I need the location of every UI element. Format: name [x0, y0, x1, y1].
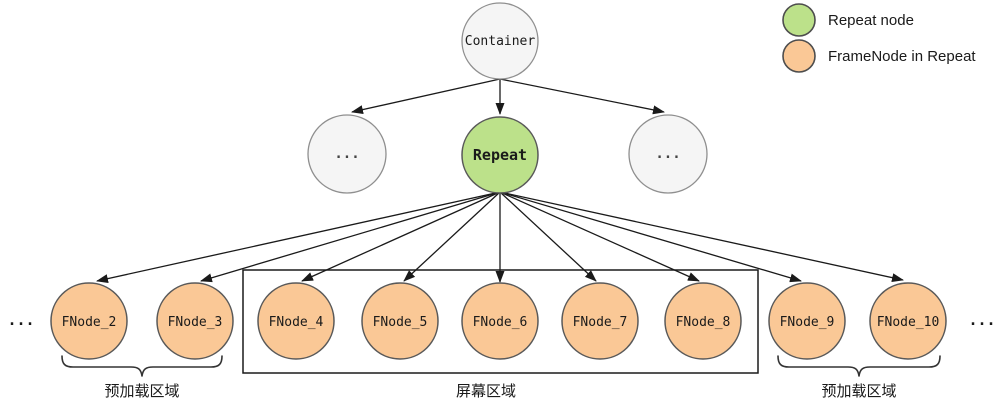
fnode-4-circle	[257, 282, 335, 360]
edge-container-left-ellipsis	[351, 78, 501, 114]
legend-fnode-label: FrameNode in Repeat	[828, 48, 976, 65]
fnode-3-circle	[156, 282, 234, 360]
fnode-4-label: FNode_4	[269, 315, 324, 330]
fnode-9-label: FNode_9	[780, 315, 835, 330]
edge-repeat-fnode10	[499, 191, 904, 283]
preload-right-label: 预加载区域	[821, 383, 896, 400]
node-fnode-6: FNode_6	[461, 282, 539, 360]
fnode-9-circle	[768, 282, 846, 360]
node-fnode-3: FNode_3	[156, 282, 234, 360]
legend: Repeat node FrameNode in Repeat	[782, 3, 976, 73]
edge-container-right-ellipsis	[499, 78, 665, 115]
node-container: Container	[461, 2, 539, 80]
fnode-6-label: FNode_6	[473, 315, 528, 330]
edge-repeat-fnode8	[499, 191, 700, 282]
container-circle	[461, 2, 539, 80]
fnode-10-label: FNode_10	[877, 315, 940, 330]
right-ellipsis-label: ...	[655, 146, 680, 162]
node-right-ellipsis: ...	[628, 114, 708, 194]
fnode-5-label: FNode_5	[373, 315, 428, 330]
fnode-7-label: FNode_7	[573, 315, 628, 330]
fnode-10-circle	[869, 282, 947, 360]
edge-repeat-fnode2	[96, 191, 501, 284]
fnode-8-circle	[664, 282, 742, 360]
node-fnode-5: FNode_5	[361, 282, 439, 360]
node-left-ellipsis: ...	[307, 114, 387, 194]
legend-repeat-swatch	[782, 3, 816, 37]
repeat-label: Repeat	[473, 146, 527, 164]
edge-repeat-fnode5	[403, 191, 501, 282]
node-fnode-2: FNode_2	[50, 282, 128, 360]
node-repeat: Repeat	[461, 116, 539, 194]
legend-fnode-swatch	[782, 39, 816, 73]
node-fnode-8: FNode_8	[664, 282, 742, 360]
right-overflow-dots: ...	[968, 311, 995, 329]
edge-repeat-fnode3	[200, 191, 501, 283]
left-preload-brace	[61, 355, 223, 377]
repeat-edges	[96, 191, 904, 284]
edge-repeat-fnode7	[499, 191, 597, 282]
fnode-2-circle	[50, 282, 128, 360]
fnode-6-circle	[461, 282, 539, 360]
preload-left-label: 预加载区域	[104, 383, 179, 400]
node-fnode-7: FNode_7	[561, 282, 639, 360]
screen-area-label: 屏幕区域	[456, 383, 516, 400]
container-edges	[351, 78, 665, 115]
left-overflow-dots: ...	[7, 311, 34, 329]
container-label: Container	[465, 34, 536, 49]
node-fnode-9: FNode_9	[768, 282, 846, 360]
repeat-circle	[461, 116, 539, 194]
left-ellipsis-circle	[307, 114, 387, 194]
node-fnode-4: FNode_4	[257, 282, 335, 360]
edge-repeat-fnode4	[301, 191, 501, 282]
fnode-3-label: FNode_3	[168, 315, 223, 330]
node-fnode-10: FNode_10	[869, 282, 947, 360]
fnode-7-circle	[561, 282, 639, 360]
left-ellipsis-label: ...	[334, 146, 359, 162]
legend-repeat-label: Repeat node	[828, 12, 914, 29]
fnode-8-label: FNode_8	[676, 315, 731, 330]
fnode-5-circle	[361, 282, 439, 360]
right-preload-brace	[777, 355, 941, 377]
right-ellipsis-circle	[628, 114, 708, 194]
fnode-2-label: FNode_2	[62, 315, 117, 330]
edge-repeat-fnode9	[499, 191, 802, 283]
